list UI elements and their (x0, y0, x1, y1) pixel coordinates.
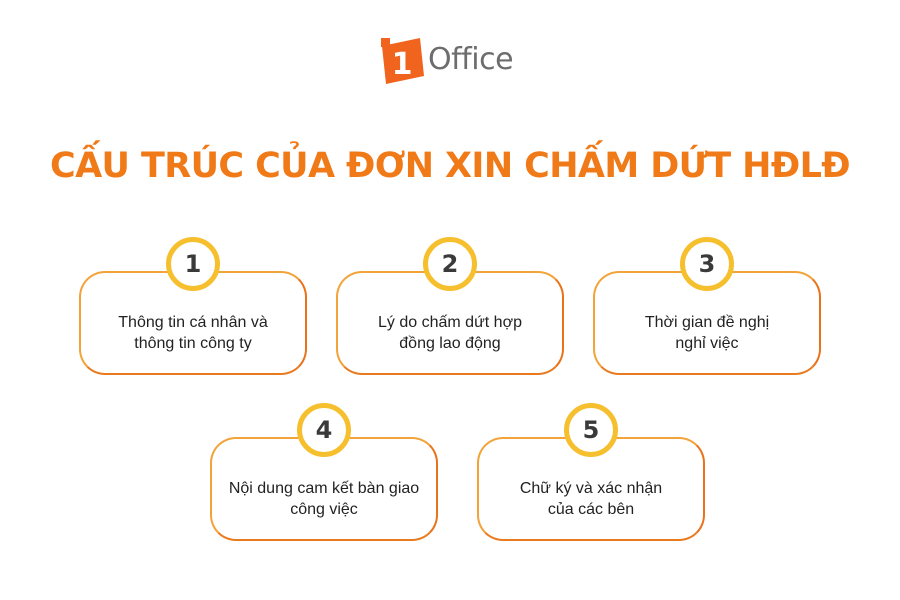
step-card-5: 5 Chữ ký và xác nhận của các bên (477, 403, 705, 541)
step-text-line: Nội dung cam kết bàn giao (228, 480, 420, 497)
step-card-1: 1 Thông tin cá nhân và thông tin công ty (79, 237, 307, 375)
step-number-badge: 4 (297, 403, 351, 457)
step-description: Chữ ký và xác nhận của các bên (487, 467, 695, 531)
step-text-line: đồng lao động (399, 335, 501, 352)
step-description: Nội dung cam kết bàn giao công việc (220, 467, 428, 531)
step-text-line: Lý do chấm dứt hợp (378, 314, 522, 331)
step-card-border (79, 271, 307, 375)
step-text-line: nghỉ việc (675, 335, 739, 352)
step-description: Thời gian đề nghị nghỉ việc (603, 301, 811, 365)
step-number-badge: 2 (423, 237, 477, 291)
step-text-line: Thời gian đề nghị (644, 314, 770, 331)
step-card-4: 4 Nội dung cam kết bàn giao công việc (210, 403, 438, 541)
step-text-line: Thông tin cá nhân và (118, 314, 268, 331)
step-number-badge: 1 (166, 237, 220, 291)
brand-logo: 1 Office (380, 34, 514, 84)
step-description: Thông tin cá nhân và thông tin công ty (89, 301, 297, 365)
logo-text: Office (428, 41, 514, 77)
step-number-badge: 5 (564, 403, 618, 457)
page-title: CẤU TRÚC CỦA ĐƠN XIN CHẤM DỨT HĐLĐ (49, 146, 851, 186)
step-card-3: 3 Thời gian đề nghị nghỉ việc (593, 237, 821, 375)
step-text-line: thông tin công ty (134, 335, 252, 352)
logo-mark-text: 1 (392, 47, 413, 82)
step-card-border (336, 271, 564, 375)
step-text-line: công việc (290, 501, 358, 518)
step-text-line: Chữ ký và xác nhận (519, 480, 663, 497)
logo-mark-icon: 1 (381, 38, 424, 84)
step-description: Lý do chấm dứt hợp đồng lao động (346, 301, 554, 365)
step-text-line: của các bên (547, 501, 635, 518)
step-card-2: 2 Lý do chấm dứt hợp đồng lao động (336, 237, 564, 375)
step-number-badge: 3 (680, 237, 734, 291)
